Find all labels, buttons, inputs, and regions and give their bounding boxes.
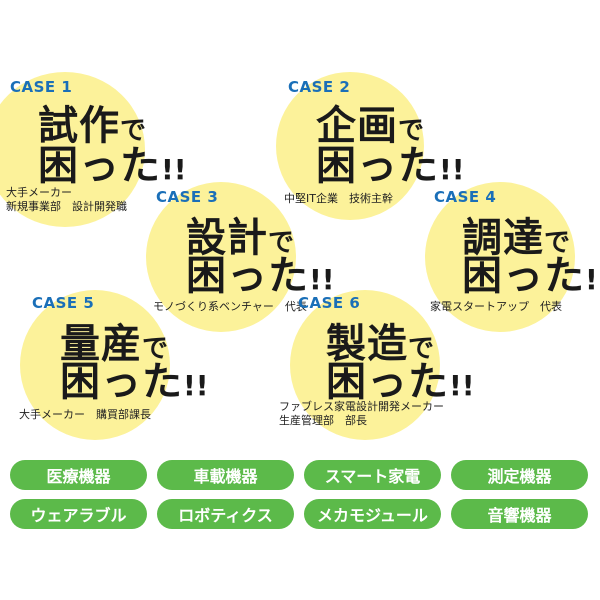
case-5-trouble-main: 困った (60, 359, 183, 405)
case-5-headline: 量産で (60, 324, 168, 364)
case-2-circle (276, 72, 424, 220)
case-4-trouble: 困った!! (462, 256, 600, 296)
tag-mechanical-modules[interactable]: メカモジュール (304, 499, 441, 529)
case-3-trouble-mark: !! (309, 263, 335, 296)
case-1-label: CASE 1 (10, 78, 73, 96)
case-4-circle (425, 182, 575, 332)
case-3-word: 設計 (186, 215, 268, 261)
case-6-trouble: 困った!! (326, 362, 475, 402)
case-2-trouble-mark: !! (439, 153, 465, 186)
case-4-headline: 調達で (462, 218, 570, 258)
case-6-label: CASE 6 (298, 294, 361, 312)
case-2-word: 企画 (316, 103, 398, 149)
case-6-trouble-mark: !! (449, 369, 475, 402)
case-2-trouble: 困った!! (316, 146, 465, 186)
case-3-headline: 設計で (186, 218, 294, 258)
case-5-label: CASE 5 (32, 294, 95, 312)
case-5-word: 量産 (60, 321, 142, 367)
case-6-word: 製造 (326, 321, 408, 367)
tag-smart-appliances[interactable]: スマート家電 (304, 460, 441, 490)
case-1-trouble-main: 困った (38, 143, 161, 189)
case-1-word: 試作 (38, 103, 120, 149)
case-5-company: 大手メーカー 購買部課長 (19, 408, 151, 421)
case-3-company: モノづくり系ベンチャー 代表 (153, 300, 307, 313)
case-6-company: ファブレス家電設計開発メーカー (279, 400, 444, 413)
tag-automotive-devices[interactable]: 車載機器 (157, 460, 294, 490)
case-6-particle: で (408, 334, 435, 364)
case-5-trouble: 困った!! (60, 362, 209, 402)
case-1-company: 大手メーカー (6, 186, 72, 199)
case-4-trouble-main: 困った (462, 253, 585, 299)
case-1-trouble-mark: !! (161, 153, 187, 186)
case-1-person: 大手メーカー 新規事業部 設計開発職 (6, 186, 127, 214)
case-4-trouble-mark: !! (585, 263, 600, 296)
case-3-circle (146, 182, 296, 332)
case-5-person: 大手メーカー 購買部課長 (19, 408, 151, 422)
case-6-role: 生産管理部 部長 (279, 413, 367, 427)
case-2-trouble-main: 困った (316, 143, 439, 189)
case-1-circle (0, 72, 145, 227)
case-1-trouble: 困った!! (38, 146, 187, 186)
case-3-label: CASE 3 (156, 188, 219, 206)
tag-robotics[interactable]: ロボティクス (157, 499, 294, 529)
case-4-person: 家電スタートアップ 代表 (430, 300, 562, 314)
case-1-role: 新規事業部 設計開発職 (6, 199, 127, 213)
case-3-trouble-main: 困った (186, 253, 309, 299)
case-2-particle: で (398, 116, 425, 146)
case-6-trouble-main: 困った (326, 359, 449, 405)
tag-audio-equipment[interactable]: 音響機器 (451, 499, 588, 529)
case-6-person: ファブレス家電設計開発メーカー 生産管理部 部長 (279, 400, 444, 428)
case-3-trouble: 困った!! (186, 256, 335, 296)
case-5-trouble-mark: !! (183, 369, 209, 402)
case-4-particle: で (544, 228, 571, 258)
case-2-label: CASE 2 (288, 78, 351, 96)
case-5-circle (20, 290, 170, 440)
case-3-person: モノづくり系ベンチャー 代表 (153, 300, 307, 314)
category-tags: 医療機器 車載機器 スマート家電 測定機器 ウェアラブル ロボティクス メカモジ… (10, 460, 590, 529)
tag-medical-devices[interactable]: 医療機器 (10, 460, 147, 490)
tag-wearables[interactable]: ウェアラブル (10, 499, 147, 529)
tag-measuring-instruments[interactable]: 測定機器 (451, 460, 588, 490)
case-5-particle: で (142, 334, 169, 364)
case-2-person: 中堅IT企業 技術主幹 (284, 192, 393, 206)
case-4-company: 家電スタートアップ 代表 (430, 300, 562, 313)
case-6-circle (290, 290, 440, 440)
case-3-particle: で (268, 228, 295, 258)
case-1-headline: 試作で (38, 106, 146, 146)
case-4-word: 調達 (462, 215, 544, 261)
case-2-company: 中堅IT企業 技術主幹 (284, 192, 393, 205)
case-2-headline: 企画で (316, 106, 424, 146)
case-6-headline: 製造で (326, 324, 434, 364)
case-4-label: CASE 4 (434, 188, 497, 206)
case-1-particle: で (120, 116, 147, 146)
